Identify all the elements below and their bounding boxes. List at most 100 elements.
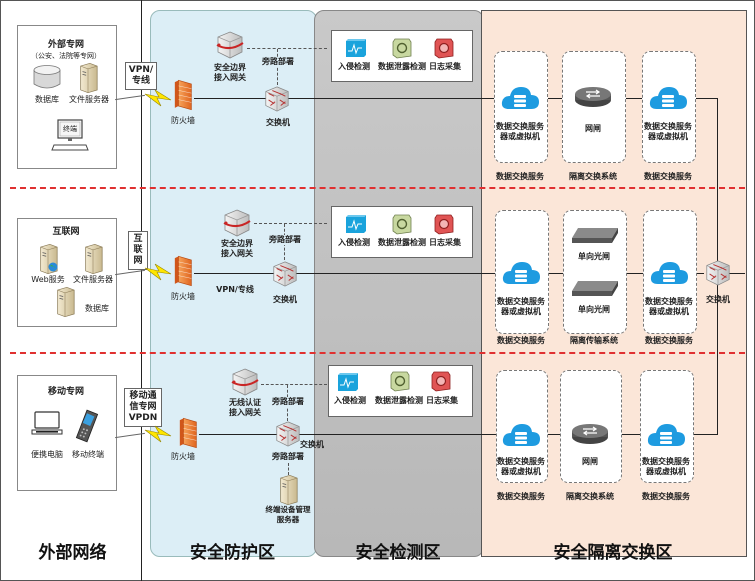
database-label: 数据库 bbox=[35, 95, 59, 104]
security-gateway-label: 安全边界 接入网关 bbox=[214, 63, 246, 82]
data-leak-detection-icon bbox=[390, 212, 414, 236]
link-label-vpn: VPN/ 专线 bbox=[125, 62, 157, 90]
laptop-icon bbox=[30, 410, 64, 438]
isolation-transmission-caption: 隔离传输系统 bbox=[570, 336, 618, 345]
row1-main-line bbox=[194, 98, 704, 99]
bypass-label: 旁路部署 bbox=[268, 397, 308, 407]
core-switch-icon bbox=[704, 259, 732, 287]
file-server-label: 文件服务器 bbox=[73, 275, 113, 284]
log-collection-label: 日志采集 bbox=[429, 238, 461, 247]
security-gateway-label: 安全边界 接入网关 bbox=[221, 239, 253, 258]
exchange-service-caption-right: 数据交换服务 bbox=[642, 492, 690, 501]
cloud-server-icon bbox=[500, 83, 540, 113]
log-collection-label: 日志采集 bbox=[426, 396, 458, 405]
management-server-icon bbox=[277, 474, 299, 506]
data-leak-detection-icon bbox=[390, 36, 414, 60]
log-collection-label: 日志采集 bbox=[429, 62, 461, 71]
file-server-label: 文件服务器 bbox=[69, 95, 109, 104]
exchange-service-caption-left: 数据交换服务 bbox=[497, 336, 545, 345]
exchange-server-right-label: 数据交换服务 器或虚拟机 bbox=[642, 457, 690, 476]
exchange-server-left-label: 数据交换服务 器或虚拟机 bbox=[496, 122, 544, 141]
file-server-icon bbox=[82, 243, 104, 275]
firewall-label: 防火墙 bbox=[171, 292, 195, 301]
mobile-network-title: 移动专网 bbox=[47, 387, 84, 397]
lightning-icon bbox=[143, 88, 173, 108]
firewall-icon bbox=[173, 78, 195, 112]
file-server-icon bbox=[77, 62, 99, 94]
bypass-label: 旁路部署 bbox=[265, 235, 305, 245]
bypass-label: 旁路部署 bbox=[258, 57, 298, 67]
external-network-subtitle: （公安、法院等专网） bbox=[31, 52, 101, 60]
gatekeeper-label: 网闸 bbox=[582, 457, 598, 466]
log-collection-icon bbox=[432, 212, 456, 236]
one-way-diode-icon bbox=[570, 279, 620, 299]
trunk-link-row3 bbox=[704, 434, 718, 435]
exchange-server-right-label: 数据交换服务 器或虚拟机 bbox=[645, 297, 693, 316]
switch-label: 交换机 bbox=[300, 440, 324, 449]
management-server-label: 终端设备管理 服务器 bbox=[265, 505, 311, 524]
database-label: 数据库 bbox=[85, 304, 109, 313]
core-switch-label: 交换机 bbox=[706, 295, 730, 304]
firewall-label: 防火墙 bbox=[171, 116, 195, 125]
firewall-icon bbox=[178, 416, 200, 450]
data-leak-detection-label: 数据泄露检测 bbox=[375, 396, 423, 405]
log-collection-icon bbox=[432, 36, 456, 60]
cloud-server-icon bbox=[501, 258, 541, 288]
laptop-label: 便携电脑 bbox=[31, 450, 63, 459]
isolation-system-caption: 隔离交换系统 bbox=[569, 172, 617, 181]
isolation-system-box bbox=[562, 51, 626, 163]
vpn-line-label: VPN/专线 bbox=[216, 285, 254, 294]
cloud-server-icon bbox=[649, 258, 689, 288]
intrusion-detection-icon bbox=[344, 213, 368, 235]
exchange-service-caption-left: 数据交换服务 bbox=[496, 172, 544, 181]
mgmt-connector bbox=[288, 463, 289, 475]
row2-main-line bbox=[194, 273, 704, 274]
log-collection-icon bbox=[429, 369, 453, 393]
web-server-label: Web服务 bbox=[31, 275, 65, 284]
exchange-service-caption-left: 数据交换服务 bbox=[497, 492, 545, 501]
link-label-vpdn: 移动通 信专网 VPDN bbox=[124, 388, 162, 427]
lightning-icon bbox=[143, 262, 173, 282]
one-way-diode-label-1: 单向光闸 bbox=[578, 252, 610, 261]
link-label-internet: 互 联 网 bbox=[128, 231, 148, 270]
switch-label: 交换机 bbox=[266, 118, 290, 127]
one-way-diode-label-2: 单向光闸 bbox=[578, 305, 610, 314]
trunk-link-out bbox=[717, 273, 745, 274]
cloud-server-icon bbox=[648, 83, 688, 113]
trunk-link-row1 bbox=[704, 98, 718, 99]
internet-title: 互联网 bbox=[52, 227, 80, 237]
bypass-connector bbox=[254, 223, 327, 224]
one-way-diode-icon bbox=[570, 226, 620, 246]
gatekeeper-label: 网闸 bbox=[585, 124, 601, 133]
database-icon bbox=[32, 64, 62, 90]
zone-detection bbox=[314, 10, 484, 557]
intrusion-detection-icon bbox=[344, 37, 368, 59]
cloud-server-icon bbox=[646, 420, 686, 450]
zone-title-detection: 安全检测区 bbox=[355, 543, 441, 563]
bypass-label-2: 旁路部署 bbox=[272, 452, 304, 461]
exchange-server-right-label: 数据交换服务 器或虚拟机 bbox=[644, 122, 692, 141]
exchange-server-left-label: 数据交换服务 器或虚拟机 bbox=[497, 457, 545, 476]
lightning-icon bbox=[143, 424, 173, 444]
database-server-icon bbox=[54, 286, 76, 318]
intrusion-detection-label: 入侵检测 bbox=[338, 238, 370, 247]
data-leak-detection-label: 数据泄露检测 bbox=[378, 62, 426, 71]
intrusion-detection-label: 入侵检测 bbox=[334, 396, 366, 405]
switch-icon bbox=[271, 260, 299, 288]
wireless-gateway-label: 无线认证 接入网关 bbox=[229, 398, 261, 417]
globe-icon bbox=[48, 262, 58, 272]
bypass-connector bbox=[247, 48, 327, 49]
gatekeeper-icon bbox=[570, 422, 610, 446]
intrusion-detection-label: 入侵检测 bbox=[338, 62, 370, 71]
row-divider-2 bbox=[10, 352, 745, 354]
exchange-service-caption-right: 数据交换服务 bbox=[645, 336, 693, 345]
switch-icon bbox=[263, 85, 291, 113]
external-separator bbox=[141, 0, 142, 581]
zone-title-external: 外部网络 bbox=[38, 543, 107, 563]
security-gateway-icon bbox=[215, 30, 245, 60]
exchange-service-caption-right: 数据交换服务 bbox=[644, 172, 692, 181]
cloud-server-icon bbox=[501, 420, 541, 450]
gatekeeper-icon bbox=[573, 85, 613, 109]
row3-main-line bbox=[199, 434, 704, 435]
terminal-label: 终端 bbox=[63, 125, 77, 133]
